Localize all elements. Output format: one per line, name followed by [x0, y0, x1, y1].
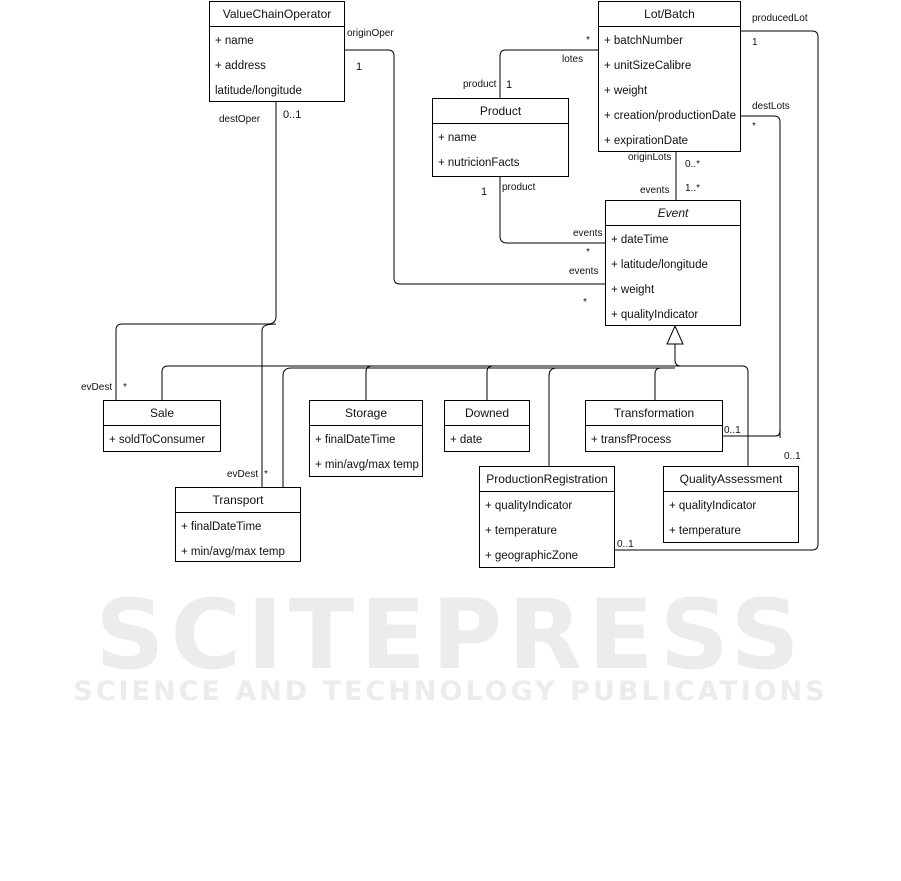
gen-downed	[486, 365, 494, 400]
watermark-subtitle: SCIENCE AND TECHNOLOGY PUBLICATIONS	[73, 676, 828, 707]
class-event: Event + dateTime + latitude/longitude + …	[605, 200, 741, 326]
class-attribute: + qualityIndicator	[485, 500, 573, 512]
assoc-dest-lots-transformation	[723, 429, 781, 437]
class-attribute: + weight	[604, 85, 648, 97]
role-origin-oper: originOper	[347, 28, 394, 39]
class-attribute: + expirationDate	[604, 135, 689, 147]
class-storage: Storage + finalDateTime + min/avg/max te…	[309, 400, 423, 477]
generalization-arrowhead	[666, 324, 684, 345]
class-attribute: + creation/productionDate	[604, 110, 737, 122]
mult-product: 1	[506, 79, 513, 91]
class-title: Transformation	[586, 401, 722, 426]
role-dest-lots: destLots	[752, 101, 790, 112]
class-title: ProductionRegistration	[480, 467, 614, 492]
role-events-lot: events	[640, 185, 670, 196]
class-attribute: + dateTime	[611, 234, 669, 246]
class-title: Downed	[445, 401, 529, 426]
gen-storage	[365, 365, 373, 400]
gen-transport	[282, 367, 675, 487]
gen-transformation	[654, 367, 662, 400]
class-transformation: Transformation + transfProcess	[585, 400, 723, 452]
class-attribute: + nutricionFacts	[438, 157, 520, 169]
class-attribute: + unitSizeCalibre	[604, 60, 692, 72]
class-attribute: + batchNumber	[604, 35, 683, 47]
mult-produced-lot: 1	[752, 37, 758, 48]
role-origin-lots: originLots	[628, 152, 672, 163]
gen-production	[548, 367, 675, 466]
class-quality-assessment: QualityAssessment + qualityIndicator + t…	[663, 466, 799, 543]
class-transport: Transport + finalDateTime + min/avg/max …	[175, 487, 301, 562]
assoc-dest-oper	[115, 102, 277, 400]
role-product-2: product	[502, 182, 536, 193]
class-attribute: + address	[215, 60, 266, 72]
class-sale: Sale + soldToConsumer	[103, 400, 221, 452]
assoc-dest-lots	[741, 115, 781, 438]
class-product: Product + name + nutricionFacts	[432, 98, 569, 177]
class-lot-batch: Lot/Batch + batchNumber + unitSizeCalibr…	[598, 1, 741, 152]
class-title: ValueChainOperator	[210, 2, 344, 27]
assoc-origin-oper	[345, 49, 605, 285]
mult-production: 0..1	[617, 539, 634, 550]
assoc-lotes	[499, 49, 598, 98]
role-product: product	[463, 79, 497, 90]
assoc-dest-oper-transport	[261, 323, 277, 487]
mult-product-2: 1	[481, 186, 488, 198]
watermark-title: SCITEPRESS	[95, 579, 806, 691]
class-attribute: + min/avg/max temp	[315, 459, 419, 471]
role-events-product: events	[573, 228, 603, 239]
class-attribute: + latitude/longitude	[611, 259, 708, 271]
role-ev-dest-transport: evDest	[227, 469, 259, 480]
mult-dest-lots: *	[752, 121, 756, 132]
class-production-registration: ProductionRegistration + qualityIndicato…	[479, 466, 615, 568]
role-events-oper: events	[569, 266, 599, 277]
mult-ev-dest-transport: *	[264, 469, 268, 480]
class-attribute: + transfProcess	[591, 434, 672, 446]
class-downed: Downed + date	[444, 400, 530, 452]
class-title: QualityAssessment	[664, 467, 798, 492]
class-attribute: + temperature	[669, 525, 741, 537]
mult-ev-dest-sale: *	[123, 382, 127, 393]
class-attribute: + finalDateTime	[181, 521, 262, 533]
mult-quality: 0..1	[784, 451, 801, 462]
mult-events-oper: *	[583, 297, 587, 308]
class-title: Event	[606, 201, 740, 226]
class-attribute: latitude/longitude	[215, 85, 302, 97]
class-title: Product	[433, 99, 568, 124]
mult-origin-lots: 0..*	[685, 159, 701, 170]
class-attribute: + name	[215, 35, 254, 47]
class-attribute: + name	[438, 132, 477, 144]
class-attribute: + date	[450, 434, 483, 446]
class-attribute: + qualityIndicator	[611, 309, 699, 321]
assoc-produced-lot	[615, 30, 819, 551]
class-attribute: + geographicZone	[485, 550, 579, 562]
class-title: Sale	[104, 401, 220, 426]
class-attribute: + weight	[611, 284, 655, 296]
mult-events-product: *	[586, 247, 590, 258]
mult-lotes: *	[586, 35, 590, 46]
role-dest-oper: destOper	[219, 114, 261, 125]
class-title: Transport	[176, 488, 300, 513]
mult-transformation: 0..1	[724, 425, 741, 436]
generalization-bar	[161, 365, 675, 400]
class-title: Storage	[310, 401, 422, 426]
class-attribute: + qualityIndicator	[669, 500, 757, 512]
class-attribute: + temperature	[485, 525, 557, 537]
class-attribute: + min/avg/max temp	[181, 546, 285, 558]
class-attribute: + soldToConsumer	[109, 434, 206, 446]
role-lotes: lotes	[562, 54, 584, 65]
assoc-product-events	[499, 177, 605, 244]
class-value-chain-operator: ValueChainOperator + name + address lati…	[209, 1, 345, 102]
gen-stub	[674, 359, 682, 367]
role-ev-dest-sale: evDest	[81, 382, 113, 393]
gen-quality	[675, 365, 749, 466]
mult-origin-oper: 1	[356, 61, 363, 73]
class-attribute: + finalDateTime	[315, 434, 396, 446]
mult-dest-oper: 0..1	[283, 109, 302, 121]
mult-events-lot: 1..*	[685, 183, 701, 194]
role-produced-lot: producedLot	[752, 13, 808, 24]
class-title: Lot/Batch	[599, 2, 740, 27]
